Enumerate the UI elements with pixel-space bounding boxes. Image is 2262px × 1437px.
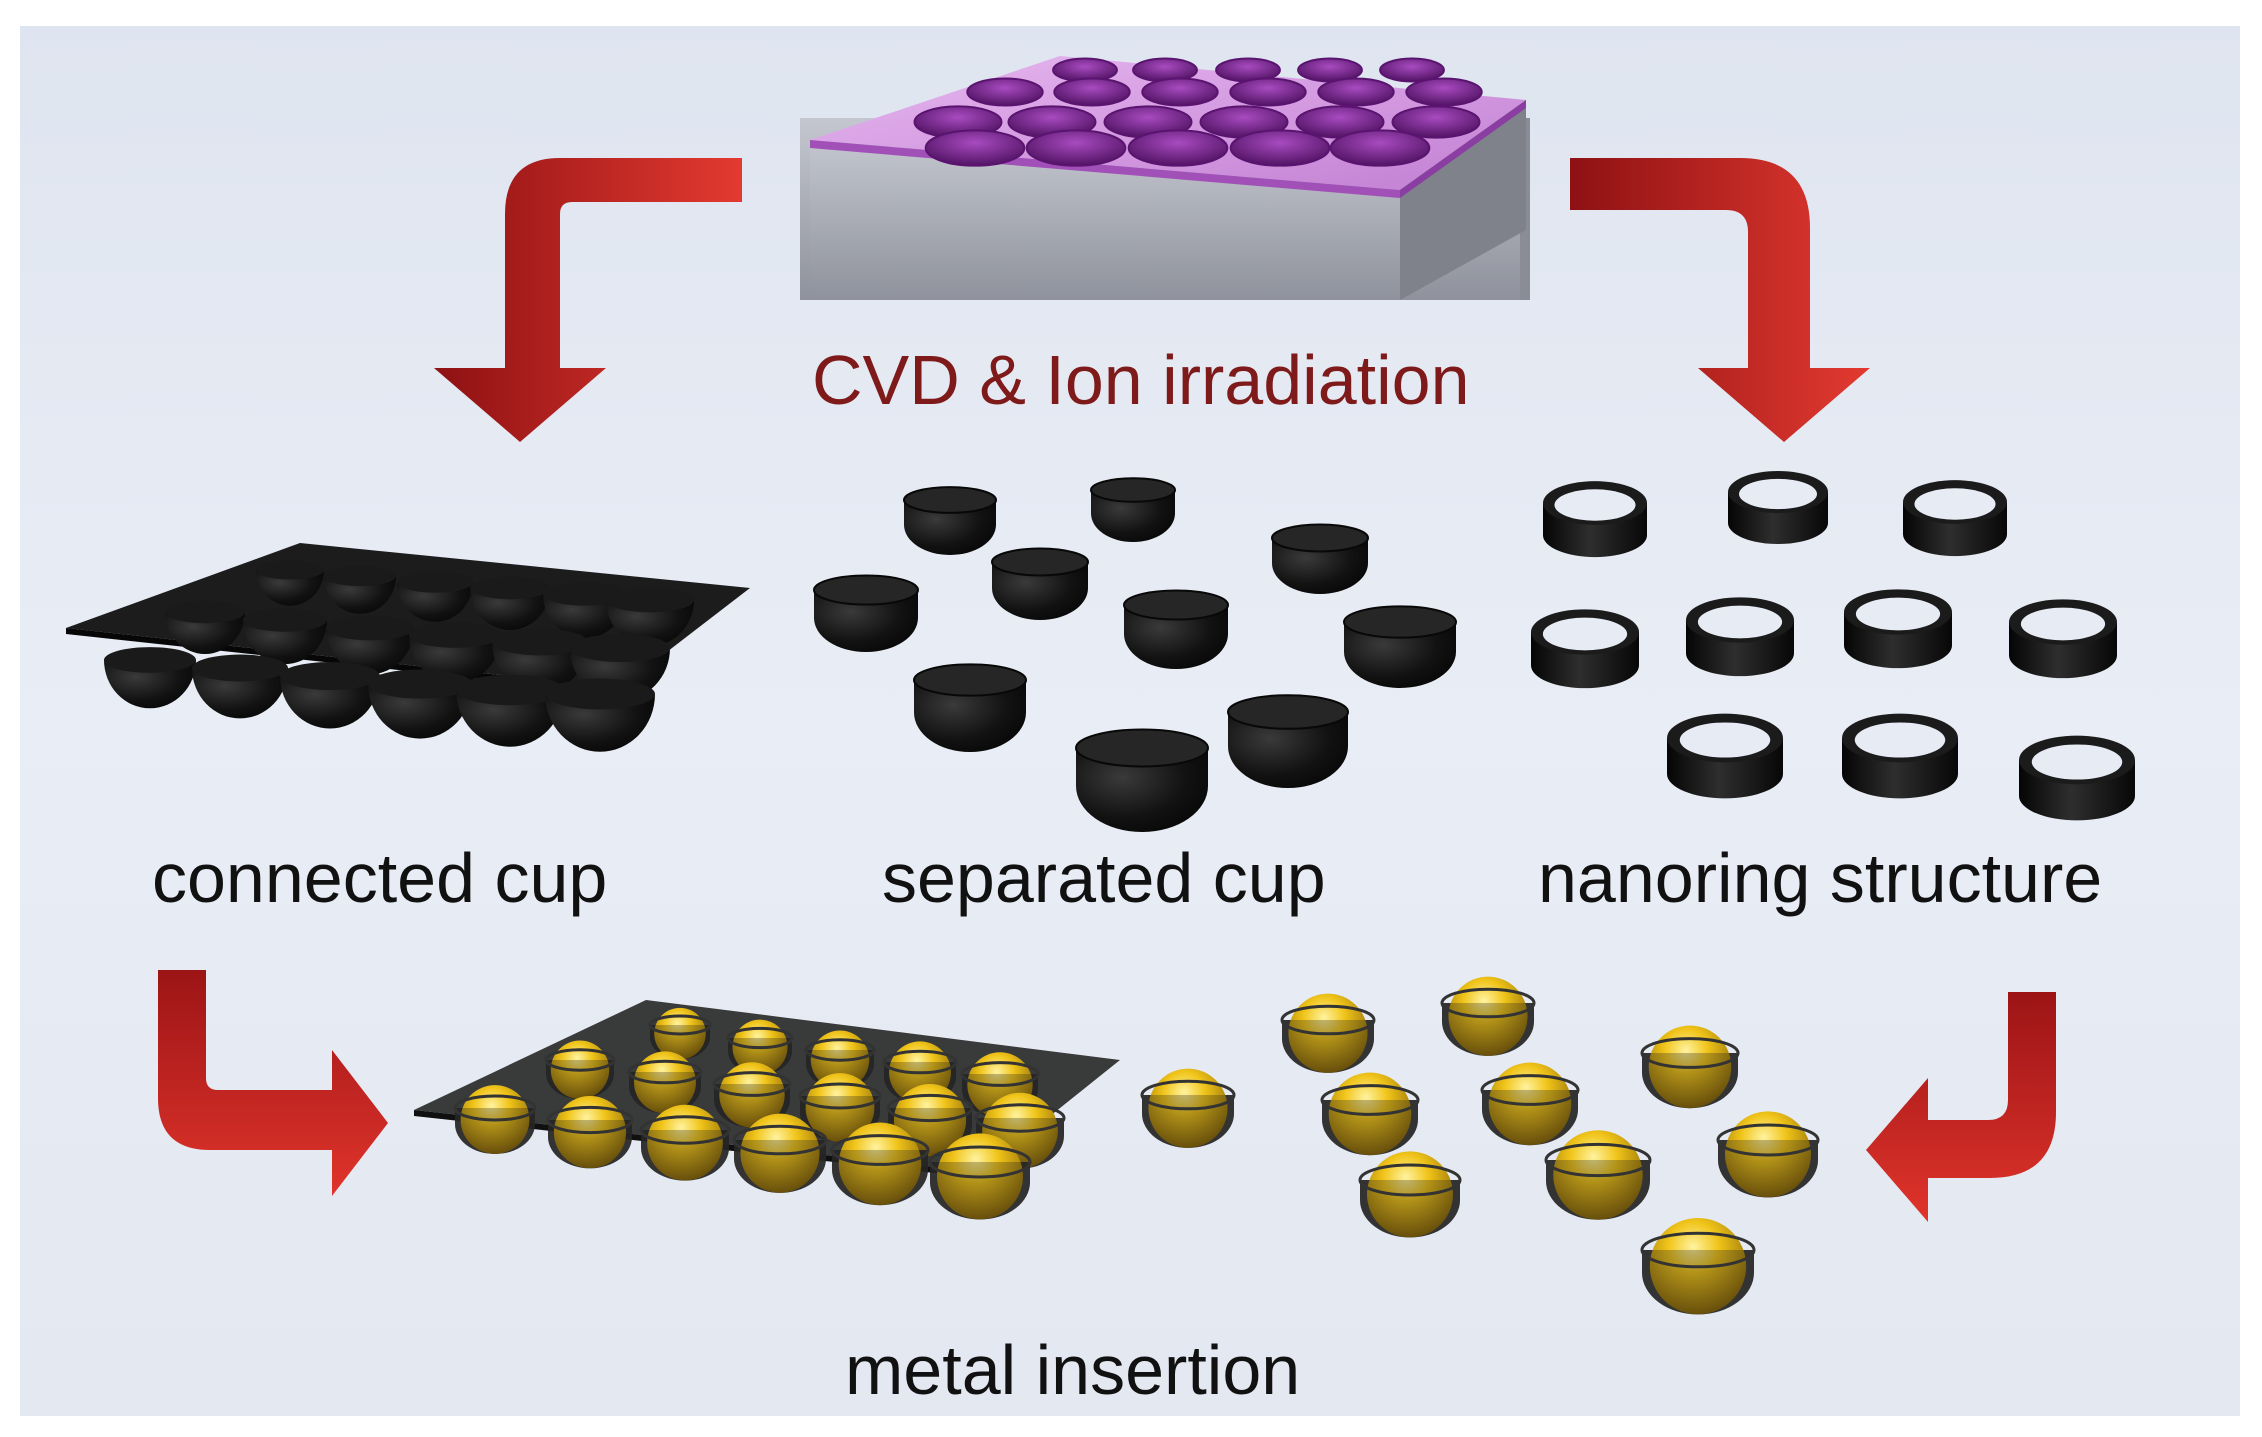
gold-filled-cup-icon — [1140, 976, 1820, 1315]
separated-cup-icon — [813, 477, 1457, 832]
arrow-icon — [158, 970, 388, 1196]
template-icon — [800, 56, 1530, 300]
arrow-icon — [434, 158, 742, 442]
metal-insertion-label: metal insertion — [845, 1331, 1301, 1409]
separated-cup-label: separated cup — [882, 839, 1326, 917]
arrow-icon — [1866, 992, 2056, 1222]
nanoring-structure-label: nanoring structure — [1538, 839, 2103, 917]
nanoring-icon — [1531, 471, 2135, 821]
connected-cup-label: connected cup — [152, 839, 608, 917]
arrow-icon — [1570, 158, 1870, 442]
process-label: CVD & Ion irradiation — [812, 341, 1470, 419]
gold-filled-cup-icon — [414, 1000, 1120, 1220]
connected-cup-icon — [66, 543, 750, 752]
